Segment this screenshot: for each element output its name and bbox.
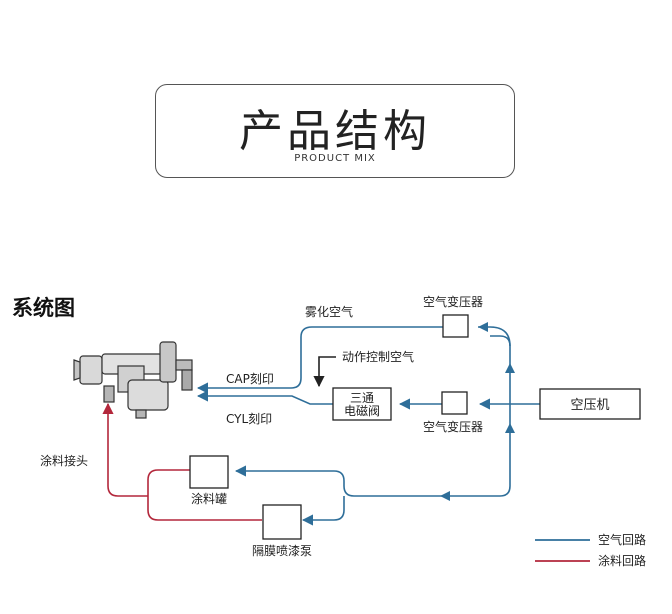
label-cyl-mark: CYL刻印 <box>226 412 272 426</box>
label-valve-line2: 电磁阀 <box>344 403 380 418</box>
arrow-loop-left <box>440 491 450 501</box>
label-diaphragm-pump: 隔膜喷漆泵 <box>252 544 312 558</box>
air-line-atomize <box>196 326 443 394</box>
solenoid-valve-box <box>332 387 392 421</box>
page-subtitle: PRODUCT MIX <box>294 153 376 164</box>
label-action-control-air: 动作控制空气 <box>342 349 414 364</box>
paint-line-to-gun <box>102 402 148 497</box>
label-paint-tank: 涂料罐 <box>191 491 227 506</box>
regulator-top-box <box>442 314 469 338</box>
air-line-bottom-loop <box>234 465 441 497</box>
compressor-box <box>539 388 641 420</box>
arrow-loop-up-2 <box>505 423 515 433</box>
label-atomize-air: 雾化空气 <box>305 304 353 319</box>
label-regulator-mid: 空气变压器 <box>423 419 483 434</box>
paint-tank-box <box>189 455 229 489</box>
air-line-cyl <box>196 390 333 405</box>
legend: 空气回路 涂料回路 <box>535 532 646 568</box>
air-line-loop-to-regulator-top <box>478 326 511 347</box>
label-compressor: 空压机 <box>570 398 609 413</box>
spray-gun-icon <box>73 341 193 419</box>
section-title: 系统图 <box>12 296 75 320</box>
label-cap-mark: CAP刻印 <box>226 372 274 386</box>
air-circuit <box>196 326 540 526</box>
diaphragm-pump-box <box>262 504 302 540</box>
paint-line-tank-loop <box>147 469 262 521</box>
regulator-mid-box <box>441 391 468 415</box>
legend-label-paint: 涂料回路 <box>598 553 646 568</box>
page-title: 产品结构 <box>239 106 431 157</box>
paint-circuit <box>102 402 262 521</box>
label-regulator-top: 空气变压器 <box>423 294 483 309</box>
control-air-line <box>313 356 336 388</box>
arrow-loop-up-1 <box>505 363 515 373</box>
header-box: 产品结构 PRODUCT MIX <box>155 84 515 178</box>
air-line-to-pump <box>301 496 345 526</box>
label-valve-line1: 三通 <box>350 391 374 405</box>
legend-label-air: 空气回路 <box>598 532 646 547</box>
air-line-right-loop <box>441 335 511 497</box>
label-paint-joint: 涂料接头 <box>40 453 88 468</box>
